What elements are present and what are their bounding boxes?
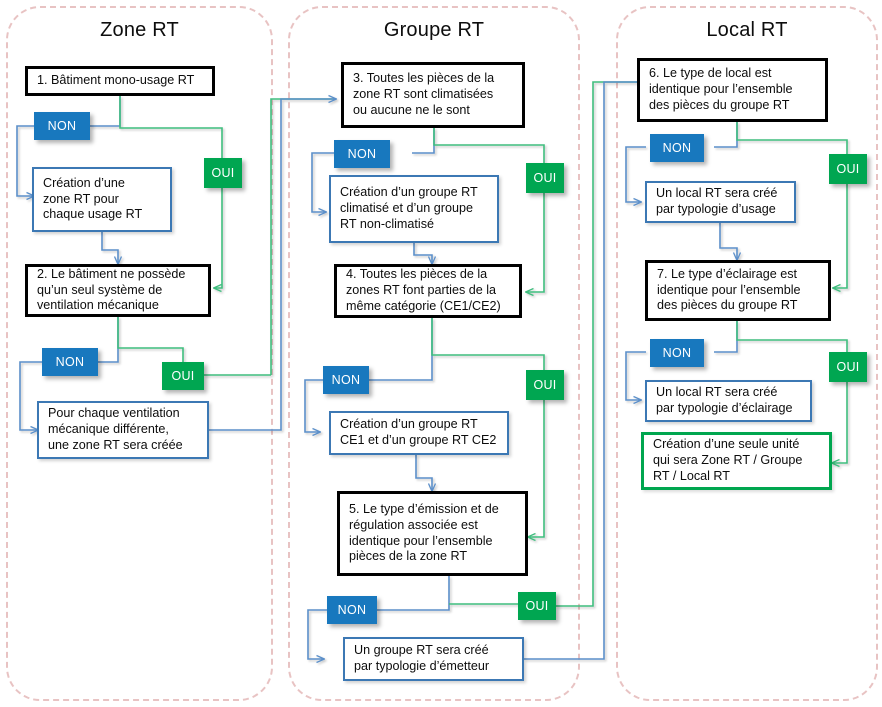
node-text-line: RT non-climatisé	[340, 216, 435, 231]
node-text-line: même catégorie (CE1/CE2)	[346, 298, 501, 313]
node-text-line: Un groupe RT sera créé	[354, 643, 489, 658]
no-tag-label: NON	[662, 141, 692, 155]
yes-tag-q3[interactable]: OUI	[526, 163, 564, 193]
decision-node-q7[interactable]: 7. Le type d’éclairage est identique pou…	[645, 260, 831, 321]
action-node-a6[interactable]: Un local RT sera créé par typologie d’us…	[645, 181, 796, 223]
node-text-line: Création d’une	[43, 175, 125, 190]
action-node-a7[interactable]: Un local RT sera créé par typologie d’éc…	[645, 380, 812, 422]
decision-node-q1[interactable]: 1. Bâtiment mono-usage RT	[25, 66, 215, 96]
no-tag-q2[interactable]: NON	[42, 348, 98, 376]
no-tag-q5[interactable]: NON	[327, 596, 377, 624]
node-text-line: Un local RT sera créé	[656, 385, 778, 400]
yes-tag-q6[interactable]: OUI	[829, 154, 867, 184]
group-title-zone-rt: Zone RT	[100, 19, 179, 41]
action-node-a4[interactable]: Création d’un groupe RT CE1 et d’un grou…	[329, 411, 509, 455]
node-text-line: régulation associée est	[349, 517, 478, 532]
yes-tag-q2[interactable]: OUI	[162, 362, 204, 390]
node-text-line: zone RT pour	[43, 191, 119, 206]
no-tag-q6[interactable]: NON	[650, 134, 704, 162]
node-text-line: par typologie d’usage	[656, 202, 776, 216]
action-node-a1[interactable]: Création d’une zone RT pour chaque usage…	[32, 167, 172, 232]
node-text-line: mécanique différente,	[48, 422, 169, 437]
yes-tag-q5[interactable]: OUI	[518, 592, 556, 620]
node-text-line: Un local RT sera créé	[656, 186, 778, 201]
yes-tag-q4[interactable]: OUI	[526, 370, 564, 400]
node-text-line: zone RT sont climatisées	[353, 87, 494, 102]
decision-node-q2[interactable]: 2. Le bâtiment ne possède qu’un seul sys…	[25, 264, 211, 317]
node-text-line: ou aucune ne le sont	[353, 102, 470, 117]
no-tag-label: NON	[662, 346, 692, 360]
node-text-line: une zone RT sera créée	[48, 437, 183, 452]
node-text-line: 3. Toutes les pièces de la	[353, 71, 495, 86]
node-text-line: 2. Le bâtiment ne possède	[37, 266, 186, 281]
action-node-a2[interactable]: Pour chaque ventilation mécanique différ…	[37, 401, 209, 459]
node-text-line: identique pour l’ensemble	[649, 82, 793, 97]
yes-tag-q1[interactable]: OUI	[204, 158, 242, 188]
node-text-line: identique pour l’ensemble	[349, 533, 493, 548]
node-text-line: Création d’une seule unité	[653, 437, 800, 452]
node-text-line: Création d’un groupe RT	[340, 185, 478, 200]
node-text-line: qui sera Zone RT / Groupe	[653, 453, 803, 468]
no-tag-q7[interactable]: NON	[650, 339, 704, 367]
group-title-groupe-rt: Groupe RT	[383, 19, 485, 41]
decision-node-q6[interactable]: 6. Le type de local est identique pour l…	[637, 58, 828, 122]
decision-node-q5[interactable]: 5. Le type d’émission et de régulation a…	[337, 491, 528, 576]
no-tag-label: NON	[347, 147, 377, 161]
node-text-line: qu’un seul système de	[37, 282, 163, 297]
yes-tag-label: OUI	[211, 166, 235, 180]
no-tag-label: NON	[331, 373, 361, 387]
yes-tag-label: OUI	[171, 369, 195, 383]
group-title-local-rt: Local RT	[706, 19, 788, 41]
no-tag-q4[interactable]: NON	[323, 366, 369, 394]
node-text-line: 4. Toutes les pièces de la	[346, 267, 488, 282]
no-tag-label: NON	[47, 119, 77, 133]
node-text-line: RT / Local RT	[653, 468, 730, 483]
node-text-line: des pièces du groupe RT	[657, 298, 798, 313]
yes-tag-label: OUI	[836, 360, 860, 374]
yes-tag-label: OUI	[533, 378, 557, 392]
node-text-line: par typologie d’éclairage	[656, 401, 793, 415]
node-text-line: identique pour l’ensemble	[657, 282, 801, 297]
action-node-a3[interactable]: Création d’un groupe RT climatisé et d’u…	[329, 175, 499, 243]
node-text-line: 5. Le type d’émission et de	[349, 501, 499, 516]
decision-node-q4[interactable]: 4. Toutes les pièces de la zones RT font…	[334, 264, 522, 318]
node-text-line: 1. Bâtiment mono-usage RT	[37, 73, 195, 88]
no-tag-q1[interactable]: NON	[34, 112, 90, 140]
yes-tag-label: OUI	[525, 599, 549, 613]
node-text-line: des pièces du groupe RT	[649, 97, 790, 112]
node-text-line: ventilation mécanique	[37, 298, 159, 313]
yes-tag-q7[interactable]: OUI	[829, 352, 867, 382]
action-node-a5[interactable]: Un groupe RT sera créé par typologie d’é…	[343, 637, 524, 681]
node-text-line: chaque usage RT	[43, 207, 143, 222]
no-tag-q3[interactable]: NON	[334, 140, 390, 168]
result-node-unique-unit[interactable]: Création d’une seule unité qui sera Zone…	[641, 432, 832, 490]
node-text-line: Pour chaque ventilation	[48, 406, 180, 421]
no-tag-label: NON	[337, 603, 367, 617]
no-tag-label: NON	[55, 355, 85, 369]
decision-node-q3[interactable]: 3. Toutes les pièces de la zone RT sont …	[341, 62, 525, 128]
node-text-line: climatisé et d’un groupe	[340, 201, 474, 216]
node-text-line: par typologie d’émetteur	[354, 659, 490, 673]
node-text-line: zones RT font parties de la	[346, 283, 497, 298]
yes-tag-label: OUI	[533, 171, 557, 185]
node-text-line: 6. Le type de local est	[649, 66, 772, 81]
node-text-line: pièces de la zone RT	[349, 549, 468, 564]
node-text-line: CE1 et d’un groupe RT CE2	[340, 433, 497, 447]
node-text-line: Création d’un groupe RT	[340, 417, 478, 432]
node-text-line: 7. Le type d’éclairage est	[657, 266, 798, 281]
yes-tag-label: OUI	[836, 162, 860, 176]
